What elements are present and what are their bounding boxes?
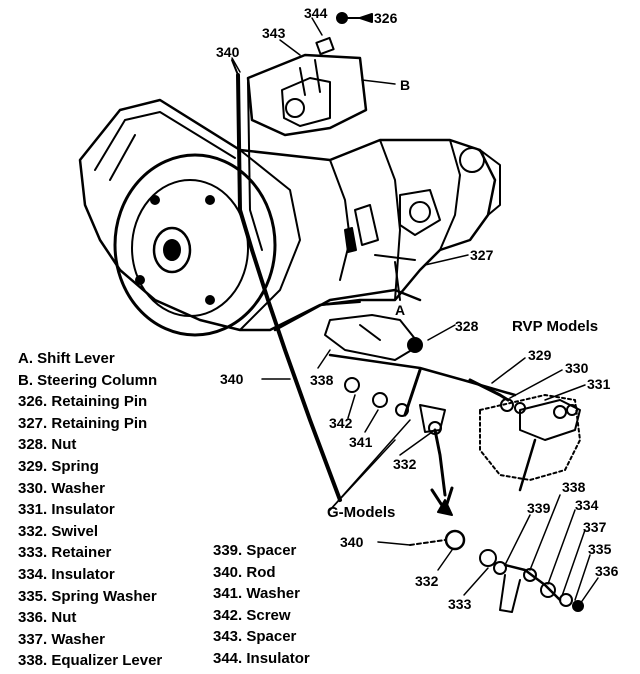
callout-330: 330 (565, 360, 589, 376)
legend-item: 327. Retaining Pin (18, 414, 148, 432)
legend-left: A. Shift Lever B. Steering Column 326. R… (18, 348, 162, 672)
callout-331: 331 (587, 376, 611, 392)
legend-item: 343. Spacer (213, 628, 297, 646)
callout-329: 329 (528, 347, 552, 363)
legend-item: 335. Spring Washer (18, 587, 157, 605)
callout-338-low: 338 (562, 479, 586, 495)
legend-item: 330. Washer (18, 479, 105, 497)
legend-item: 333. Retainer (18, 544, 112, 562)
callout-335: 335 (588, 541, 612, 557)
legend-item: 339. Spacer (213, 542, 297, 559)
legend-item: 331. Insulator (18, 501, 115, 519)
callout-332-mid: 332 (393, 456, 417, 472)
callout-328: 328 (455, 318, 479, 334)
shift-linkage (273, 288, 526, 435)
callout-340-low: 340 (340, 534, 364, 550)
callout-340-top: 340 (216, 44, 240, 60)
legend-item: A. Shift Lever (18, 350, 115, 367)
legend-item: 332. Swivel (18, 522, 99, 540)
legend-item: 326. Retaining Pin (18, 393, 148, 411)
rvp-bracket (479, 394, 581, 492)
callout-336: 336 (595, 563, 619, 579)
legend-item: 341. Washer (213, 585, 300, 603)
transmission-body (78, 98, 501, 332)
legend-item: 329. Spring (18, 457, 99, 475)
g-models-label: G-Models (327, 504, 396, 521)
callout-337: 337 (583, 519, 607, 535)
torque-converter (113, 153, 277, 337)
rod-340 (231, 59, 342, 502)
callout-333: 333 (448, 596, 472, 612)
callout-341: 341 (349, 434, 373, 450)
callout-332-low: 332 (415, 573, 439, 589)
callout-326: 326 (374, 10, 398, 26)
callout-342: 342 (329, 415, 353, 431)
callout-338-mid: 338 (310, 372, 334, 388)
rvp-models-label: RVP Models (512, 318, 599, 335)
legend-item: 328. Nut (18, 436, 77, 454)
leader-lines (231, 17, 599, 605)
callout-B: B (400, 77, 411, 93)
callout-327: 327 (470, 247, 494, 263)
legend-item: B. Steering Column (18, 371, 158, 389)
callout-334: 334 (575, 497, 599, 513)
legend-right: 339. Spacer 340. Rod 341. Washer 342. Sc… (213, 540, 310, 670)
legend-item: 338. Equalizer Lever (18, 652, 163, 670)
callout-344-top: 344 (304, 5, 328, 21)
callout-343: 343 (262, 25, 286, 41)
legend-item: 334. Insulator (18, 565, 115, 583)
legend-item: 342. Screw (213, 606, 291, 624)
arrows (359, 13, 453, 516)
legend-item: 337. Washer (18, 630, 105, 648)
callout-340-mid: 340 (220, 371, 244, 387)
legend-item: 340. Rod (213, 563, 276, 581)
g-models-assembly (409, 428, 584, 613)
callout-A: A (395, 302, 406, 318)
legend-item: 344. Insulator (213, 649, 310, 667)
legend-item: 336. Nut (18, 609, 77, 627)
callout-339: 339 (527, 500, 551, 516)
